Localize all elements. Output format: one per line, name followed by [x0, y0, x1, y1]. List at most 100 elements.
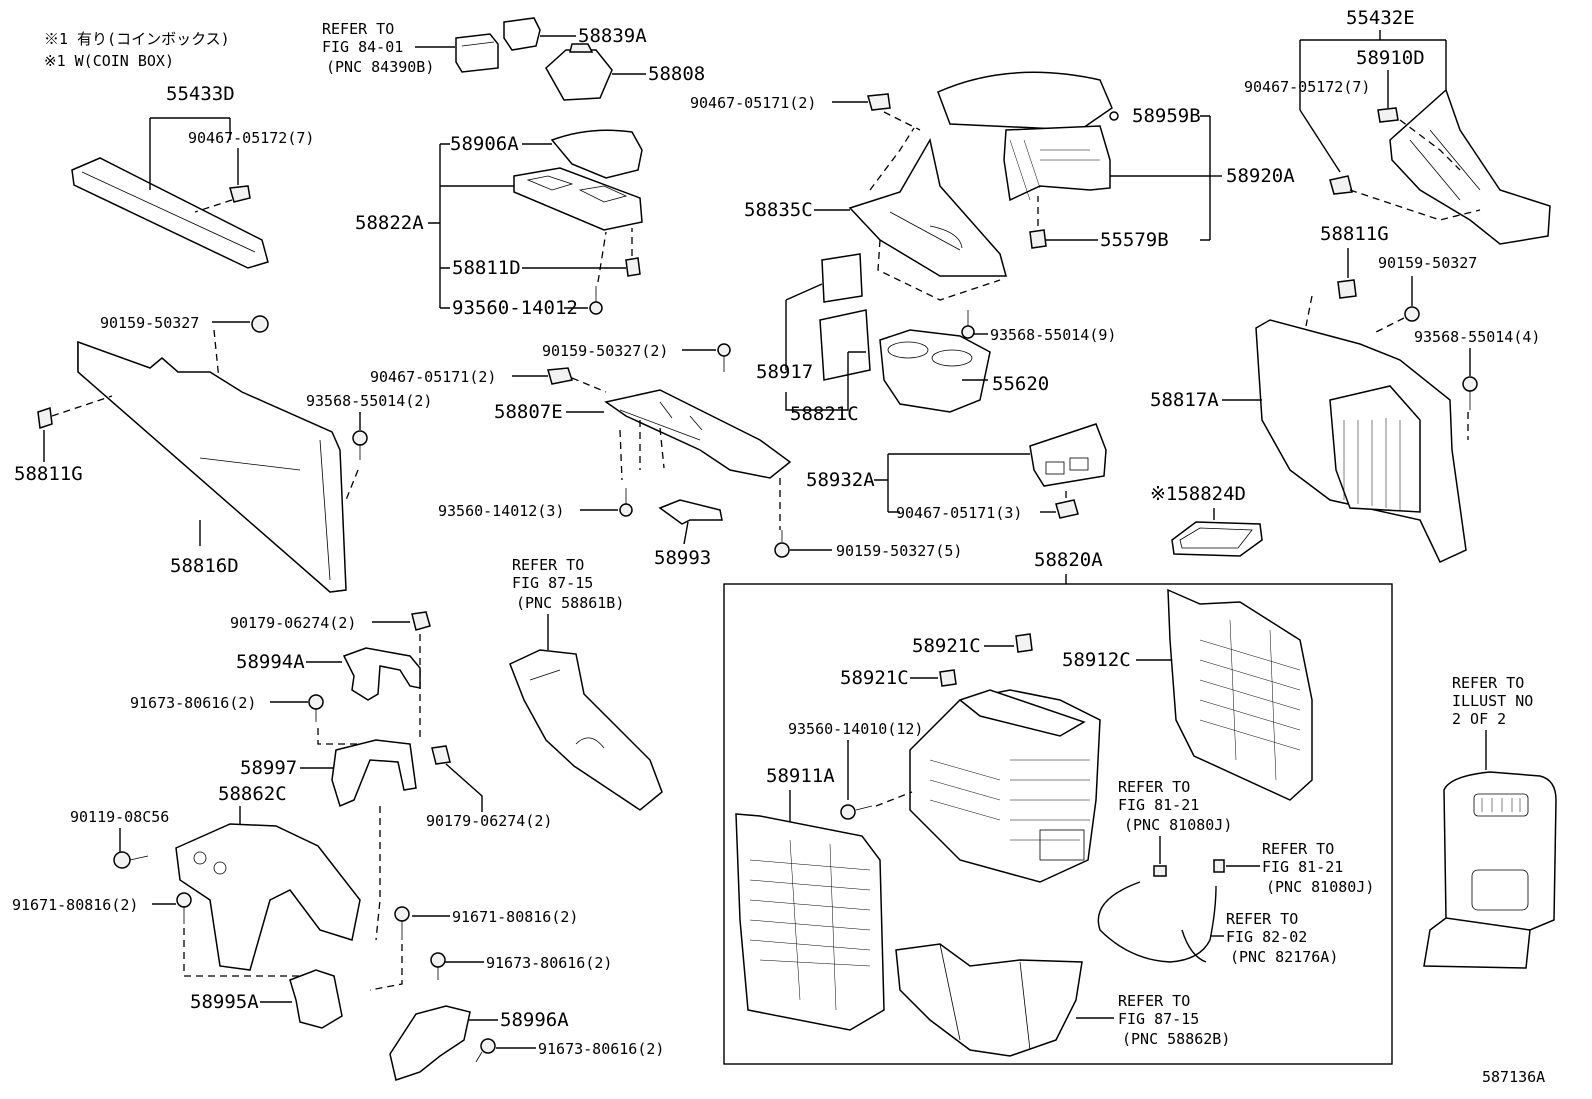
- label-58839a[interactable]: 58839A: [578, 25, 647, 47]
- part-81080j-lamp-a[interactable]: [1153, 865, 1167, 877]
- label-55620[interactable]: 55620: [992, 373, 1049, 395]
- label-58822a[interactable]: 58822A: [355, 212, 424, 234]
- clip-90467-05171-b[interactable]: [547, 367, 573, 385]
- part-58824d-coin-box[interactable]: [1171, 521, 1263, 557]
- label-90159-50327-right[interactable]: 90159-50327: [1378, 254, 1477, 272]
- ref-fig-87-15a-line2[interactable]: FIG 87-15: [512, 574, 593, 592]
- ref-fig-87-15b-line2[interactable]: FIG 87-15: [1118, 1010, 1199, 1028]
- screw-93568-55014-left[interactable]: [352, 430, 368, 460]
- label-90159-50327-5[interactable]: 90159-50327(5): [836, 542, 962, 560]
- part-58994a-bracket[interactable]: [342, 647, 421, 701]
- part-55620-cup-holder[interactable]: [879, 329, 991, 413]
- ref-fig-87-15a-line3[interactable]: (PNC 58861B): [516, 594, 624, 612]
- clip-58811g-right[interactable]: [1337, 279, 1357, 299]
- label-58811g-left[interactable]: 58811G: [14, 463, 83, 485]
- label-93560-14010-12[interactable]: 93560-14010(12): [788, 720, 923, 738]
- label-58808[interactable]: 58808: [648, 63, 705, 85]
- ref-fig-81-21b-line1[interactable]: REFER TO: [1262, 840, 1334, 858]
- clip-90467-05171-c[interactable]: [1055, 499, 1079, 519]
- part-58997-bracket[interactable]: [331, 739, 417, 808]
- part-58906a-lid[interactable]: [550, 129, 643, 179]
- clip-58921c-bottom[interactable]: [939, 669, 957, 687]
- part-58917-pocket[interactable]: [821, 253, 863, 303]
- label-58921c-top[interactable]: 58921C: [912, 635, 981, 657]
- label-90179-06274-2a[interactable]: 90179-06274(2): [230, 614, 356, 632]
- ref-fig-87-15a-line1[interactable]: REFER TO: [512, 556, 584, 574]
- label-93560-14012-3[interactable]: 93560-14012(3): [438, 502, 564, 520]
- part-58862c-bracket[interactable]: [175, 823, 361, 971]
- screw-90159-50327-left[interactable]: [251, 315, 269, 333]
- ref-illust-line1[interactable]: REFER TO: [1452, 674, 1524, 692]
- label-58997[interactable]: 58997: [240, 757, 297, 779]
- screw-90159-50327-right[interactable]: [1404, 306, 1420, 322]
- label-90119-08c56[interactable]: 90119-08C56: [70, 808, 169, 826]
- label-58862c[interactable]: 58862C: [218, 783, 287, 805]
- ref-illust-line3[interactable]: 2 OF 2: [1452, 710, 1506, 728]
- bolt-91673-80616-bottom[interactable]: [475, 1038, 496, 1063]
- label-58959b[interactable]: 58959B: [1132, 105, 1201, 127]
- part-console-box-body[interactable]: [909, 689, 1101, 883]
- label-55579b[interactable]: 55579B: [1100, 229, 1169, 251]
- clip-55579b[interactable]: [1029, 229, 1047, 249]
- screw-90159-50327-center[interactable]: [717, 343, 731, 372]
- clip-90467-05171-a[interactable]: [867, 93, 891, 111]
- part-58996a-bracket[interactable]: [389, 1005, 471, 1081]
- label-58906a[interactable]: 58906A: [450, 133, 519, 155]
- label-93560-14012[interactable]: 93560-14012: [452, 297, 578, 319]
- label-90159-50327-left[interactable]: 90159-50327: [100, 314, 199, 332]
- ref-fig-84-01-line3[interactable]: (PNC 84390B): [326, 58, 434, 76]
- ref-fig-84-01-line2[interactable]: FIG 84-01: [322, 38, 403, 56]
- label-55433d[interactable]: 55433D: [166, 83, 235, 105]
- screw-93560-14012-lower[interactable]: [619, 488, 633, 517]
- ref-fig-84-01-line1[interactable]: REFER TO: [322, 20, 394, 38]
- label-93568-55014-2[interactable]: 93568-55014(2): [306, 392, 432, 410]
- label-58816d[interactable]: 58816D: [170, 555, 239, 577]
- part-58816d-side-panel[interactable]: [77, 340, 347, 593]
- part-58808-shift-boot[interactable]: [545, 43, 613, 101]
- label-58835c[interactable]: 58835C: [744, 199, 813, 221]
- label-90467-05171-2b[interactable]: 90467-05171(2): [370, 368, 496, 386]
- label-58811d[interactable]: 58811D: [452, 257, 521, 279]
- label-58817a[interactable]: 58817A: [1150, 389, 1219, 411]
- part-58821c-box[interactable]: [819, 309, 871, 381]
- part-58912c-side-panel[interactable]: [1167, 588, 1313, 801]
- ref-fig-82-02-line1[interactable]: REFER TO: [1226, 910, 1298, 928]
- label-91673-80616-2b[interactable]: 91673-80616(2): [486, 954, 612, 972]
- label-58917[interactable]: 58917: [756, 361, 813, 383]
- ref-fig-87-15b-line1[interactable]: REFER TO: [1118, 992, 1190, 1010]
- part-58817a-side-panel[interactable]: [1255, 319, 1467, 563]
- label-55432e[interactable]: 55432E: [1346, 7, 1415, 29]
- ref-fig-81-21a-line1[interactable]: REFER TO: [1118, 778, 1190, 796]
- ref-fig-82-02-line2[interactable]: FIG 82-02: [1226, 928, 1307, 946]
- bolt-91673-80616-top[interactable]: [308, 694, 324, 722]
- clip-90467-05172-right[interactable]: [1329, 175, 1353, 195]
- label-58824d[interactable]: ※158824D: [1150, 483, 1246, 505]
- part-58822a-panel[interactable]: [513, 167, 643, 231]
- label-58995a[interactable]: 58995A: [190, 991, 259, 1013]
- label-90159-50327-2[interactable]: 90159-50327(2): [542, 342, 668, 360]
- label-90179-06274-2b[interactable]: 90179-06274(2): [426, 812, 552, 830]
- part-58861b-duct[interactable]: [509, 649, 663, 811]
- ref-fig-81-21b-line2[interactable]: FIG 81-21: [1262, 858, 1343, 876]
- clip-58811d[interactable]: [625, 257, 641, 277]
- label-93568-55014-9[interactable]: 93568-55014(9): [990, 326, 1116, 344]
- label-58912c[interactable]: 58912C: [1062, 649, 1131, 671]
- label-58921c-bottom[interactable]: 58921C: [840, 667, 909, 689]
- label-91673-80616-2c[interactable]: 91673-80616(2): [538, 1040, 664, 1058]
- part-84390b-switch[interactable]: [455, 33, 499, 73]
- clip-58921c-top[interactable]: [1015, 633, 1033, 653]
- label-58994a[interactable]: 58994A: [236, 651, 305, 673]
- ref-illust-line2[interactable]: ILLUST NO: [1452, 692, 1533, 710]
- bolt-91671-80816-left[interactable]: [176, 892, 192, 924]
- nut-90179-06274-top[interactable]: [411, 611, 431, 631]
- screw-93568-55014-right[interactable]: [1462, 376, 1478, 410]
- part-58920a-armrest[interactable]: [937, 71, 1113, 202]
- label-90467-05172-7-left[interactable]: 90467-05172(7): [188, 129, 314, 147]
- ref-fig-81-21a-line3[interactable]: (PNC 81080J): [1124, 816, 1232, 834]
- part-58862b-duct[interactable]: [895, 943, 1083, 1057]
- clip-58811g-left[interactable]: [37, 406, 53, 430]
- part-58911a-side-panel[interactable]: [735, 813, 885, 1031]
- clip-90467-05172-left[interactable]: [229, 185, 251, 203]
- ref-fig-87-15b-line3[interactable]: (PNC 58862B): [1122, 1030, 1230, 1048]
- label-91671-80816-2b[interactable]: 91671-80816(2): [452, 908, 578, 926]
